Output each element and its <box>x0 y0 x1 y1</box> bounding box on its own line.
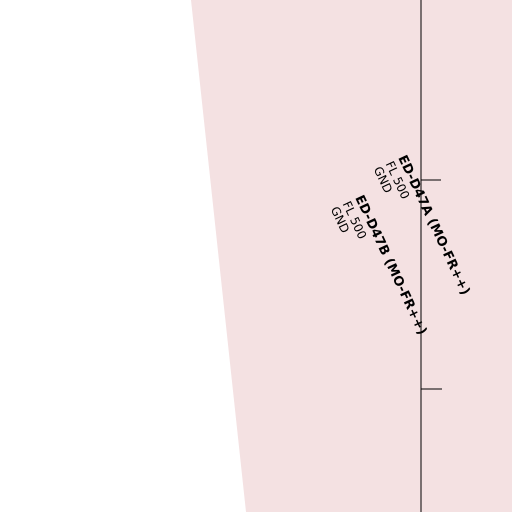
restricted-area-shading <box>191 0 512 512</box>
